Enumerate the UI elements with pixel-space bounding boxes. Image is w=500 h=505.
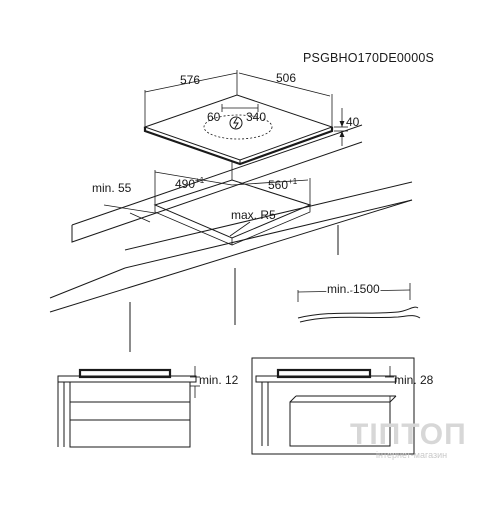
drawer-clearance-drawing: min. 12 — [57, 366, 239, 448]
inner-left-label: 60 — [207, 110, 221, 124]
hob-drawing — [143, 94, 334, 166]
min-edge-label: min. 55 — [92, 181, 132, 195]
dimension-width: 576 — [144, 70, 238, 127]
drawer-clearance-label: min. 12 — [199, 373, 239, 387]
dimension-depth: 506 — [238, 71, 333, 127]
radius-label: max. R5 — [231, 208, 276, 222]
cutout-depth-label: 490+1 — [175, 176, 205, 191]
dimension-inner: 60 340 — [207, 104, 266, 130]
cutout-drawing: 490+1 560+1 — [153, 162, 312, 246]
dimension-height: 40 — [334, 108, 360, 146]
watermark: ТІПТОП інтернет-магазин — [350, 418, 467, 460]
dimension-min-edge: min. 55 — [92, 181, 156, 223]
hob-width-label: 576 — [180, 73, 200, 87]
watermark-subtitle: інтернет-магазин — [376, 450, 447, 460]
oven-clearance-label: min. 28 — [394, 373, 434, 387]
watermark-brand: ТІПТОП — [350, 418, 467, 451]
hob-depth-label: 506 — [276, 71, 296, 85]
hob-height-label: 40 — [346, 115, 360, 129]
dimension-radius: max. R5 — [229, 208, 276, 237]
cutout-width-label: 560+1 — [268, 177, 298, 192]
oven-clearance-drawing: min. 28 — [251, 357, 434, 455]
inner-right-label: 340 — [246, 110, 266, 124]
countertop — [49, 124, 413, 352]
cable-drawing: min. 1500 — [297, 281, 421, 323]
power-plug-icon — [229, 116, 243, 130]
model-code: PSGBHO170DE0000S — [303, 51, 434, 65]
cable-length-label: min. 1500 — [327, 282, 380, 296]
